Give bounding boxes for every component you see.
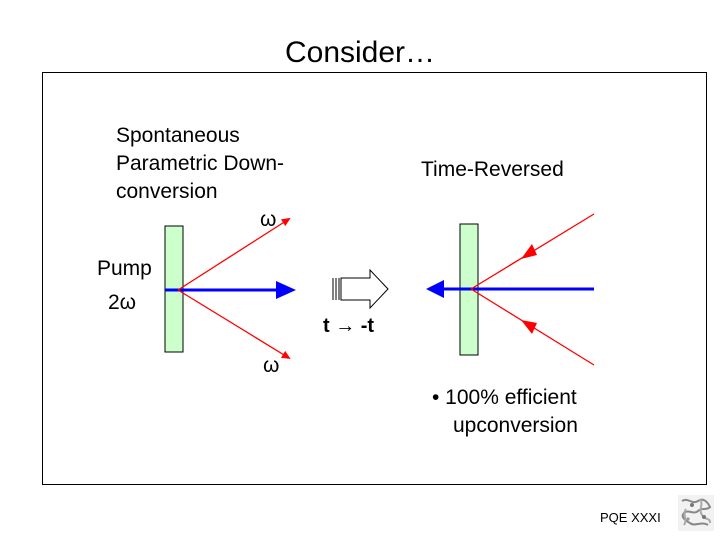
upper-beam-arrowhead — [521, 244, 537, 259]
bullet-line-2: upconversion — [453, 414, 578, 437]
pump-frequency: 2ω — [108, 291, 137, 314]
spdc-label-line-2: Parametric Down- — [116, 152, 285, 175]
pump-label: Pump — [97, 257, 152, 280]
idler-beam — [177, 289, 291, 360]
spdc-label: Spontaneous Parametric Down- conversion — [116, 122, 284, 206]
time-reversed-label: Time-Reversed — [421, 158, 564, 181]
footer-text: PQE XXXI — [600, 510, 661, 525]
spdc-label-line-1: Spontaneous — [116, 124, 240, 147]
idler-frequency: ω — [263, 354, 280, 377]
transform-arrow-icon — [332, 268, 389, 310]
time-reversal-text: t → -t — [323, 315, 375, 337]
signal-frequency: ω — [260, 208, 277, 231]
right-pump-arrowhead — [426, 280, 444, 298]
bullet-line-1: • 100% efficient — [432, 386, 577, 409]
logo-icon — [678, 495, 714, 531]
slide-title: Consider… — [284, 36, 436, 69]
spdc-label-line-3: conversion — [116, 180, 218, 203]
content-frame — [42, 72, 707, 485]
left-pump-arrowhead — [276, 281, 296, 299]
signal-beam — [177, 217, 291, 291]
lower-beam-arrowhead — [521, 320, 537, 334]
